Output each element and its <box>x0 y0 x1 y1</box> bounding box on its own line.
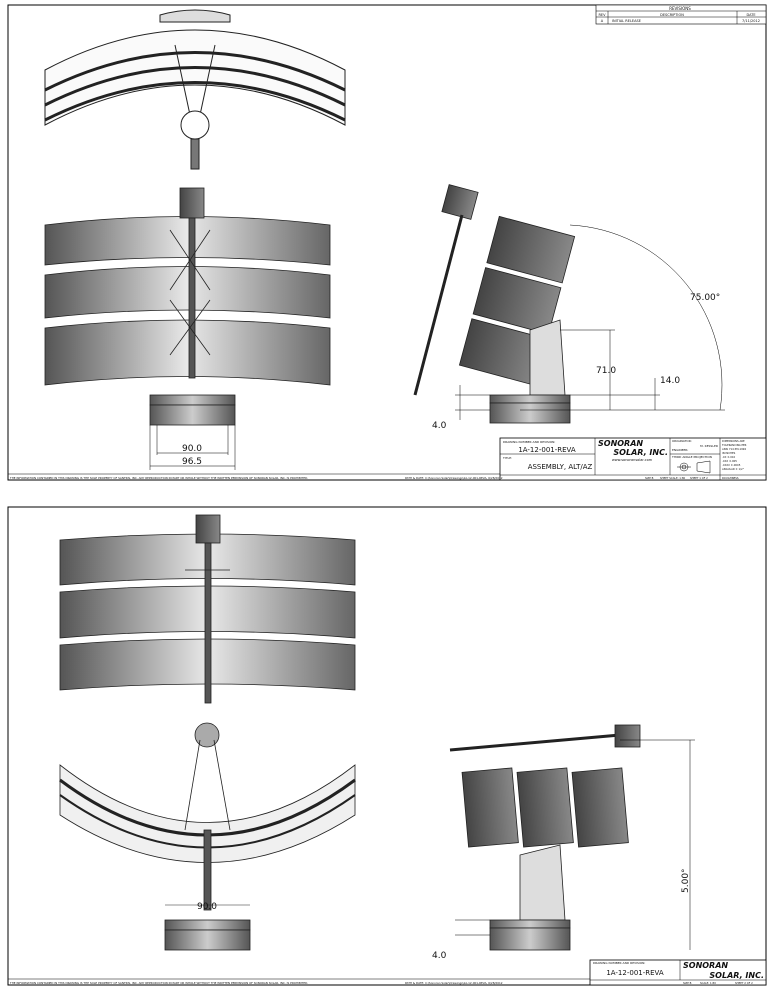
mount-hub <box>180 110 210 140</box>
dim-96-5: 96.5 <box>182 457 202 467</box>
side-view-2 <box>449 724 695 951</box>
title-label: TITLE: <box>502 456 512 460</box>
tolerance-7: ANGULAR ± 1/2° <box>722 467 745 471</box>
pedestal <box>529 319 566 396</box>
title-block: DRAWING NUMBER AND REVISION: 1A-12-001-R… <box>499 437 767 481</box>
tolerance-0: DIMENSIONS ARE <box>722 439 745 443</box>
revisions-title: REVISIONS <box>669 6 691 11</box>
sheet-number: SHEET 1 OF 2 <box>690 476 708 480</box>
dim-4: 4.0 <box>432 421 447 431</box>
footer-path-2: PATH & DATE: C:\Sonoran Solar\Drawings\1… <box>405 981 503 985</box>
dwg-number-label: DRAWING NUMBER AND REVISION: <box>503 440 555 444</box>
sheet-1: REVISIONS REV DESCRIPTION DATE A INITIAL… <box>7 4 767 481</box>
sheet-1-border <box>7 4 767 481</box>
dim-90: 90.0 <box>182 444 202 454</box>
footer-notice-2: THE INFORMATION CONTAINED IN THIS DRAWIN… <box>9 981 308 985</box>
dwg-number-label-2: DRAWING NUMBER AND REVISION: <box>593 961 645 965</box>
rev-date: 7/11/2012 <box>742 19 760 23</box>
company-name-2: SOLAR, INC. <box>613 448 668 457</box>
rev-value: A <box>601 19 604 23</box>
scale-2: SCALE: 1:80 <box>700 981 716 985</box>
scale: SHEET SCALE: 1:80 <box>660 476 685 480</box>
dim-angle-5: 5.00° <box>681 868 691 893</box>
sheet-2: 90.0 5.00° 4.0 DRAWING NUMBER AND REVISI… <box>7 506 767 986</box>
front-view-2 <box>59 514 356 704</box>
rear-view-arc <box>59 722 356 951</box>
side-panel-1 <box>486 215 576 284</box>
sheet-number-2: SHEET 2 OF 2 <box>735 981 753 985</box>
tolerance-5: .XXX ±.005 <box>722 459 737 463</box>
rev-desc: INITIAL RELEASE <box>612 19 641 23</box>
tolerance-3: IN INCHES <box>722 451 736 455</box>
side-view <box>413 184 725 424</box>
size-2: SIZE B <box>683 981 692 985</box>
front-view <box>44 187 331 470</box>
website: www.sonoransolar.com <box>612 458 653 462</box>
date-col: DATE <box>746 13 755 17</box>
company-name-2-2: SOLAR, INC. <box>709 971 764 980</box>
engineer-label: ENGINEER: <box>672 448 688 452</box>
originator-label: ORIGINATOR: <box>672 439 692 443</box>
footer-notice: THE INFORMATION CONTAINED IN THIS DRAWIN… <box>9 476 308 480</box>
motor-housing <box>179 187 205 219</box>
dim-angle-75: 75.00° <box>690 293 720 303</box>
roughness: ROUGHNESS <box>722 476 739 480</box>
top-view-arc-panels <box>44 9 346 170</box>
footer-path: PATH & DATE: C:\Sonoran Solar\Drawings\1… <box>405 476 503 480</box>
dwg-number-2: 1A-12-001-REVA <box>606 969 664 977</box>
panel-row-2 <box>44 266 331 319</box>
title-block-2: DRAWING NUMBER AND REVISION: 1A-12-001-R… <box>589 959 767 986</box>
company-name-2-1: SONORAN <box>683 961 728 970</box>
base-plate <box>149 394 236 406</box>
company-name-1: SONORAN <box>598 439 643 448</box>
desc-col: DESCRIPTION <box>660 13 684 17</box>
third-angle-projection-icon <box>677 460 711 474</box>
originator: M. KESSLER <box>700 444 718 448</box>
tolerance-1: TOLERANCING PER <box>722 443 747 447</box>
revision-table: REVISIONS REV DESCRIPTION DATE A INITIAL… <box>595 4 767 25</box>
projection-label: THIRD ANGLE PROJECTION <box>671 455 712 459</box>
rev-col: REV <box>598 13 606 17</box>
panel-row-1 <box>44 216 331 266</box>
tolerance-6: .XXXX ±.0005 <box>722 463 741 467</box>
dim-90-sheet2: 90.0 <box>197 902 217 912</box>
dim-71: 71.0 <box>596 366 616 376</box>
side-panel-2 <box>472 267 562 335</box>
tolerance-2: ANSI Y14.5M-1994 <box>722 447 746 451</box>
tolerance-4: .XX ±.010 <box>722 455 736 459</box>
dim-4-sheet2: 4.0 <box>432 951 447 961</box>
dim-14: 14.0 <box>660 376 680 386</box>
sheet-2-border <box>7 506 767 986</box>
dwg-number: 1A-12-001-REVA <box>518 446 576 454</box>
drawing-title: ASSEMBLY, ALT/AZ <box>528 463 593 471</box>
size: SIZE B <box>645 476 654 480</box>
panel-row-3 <box>44 319 331 386</box>
